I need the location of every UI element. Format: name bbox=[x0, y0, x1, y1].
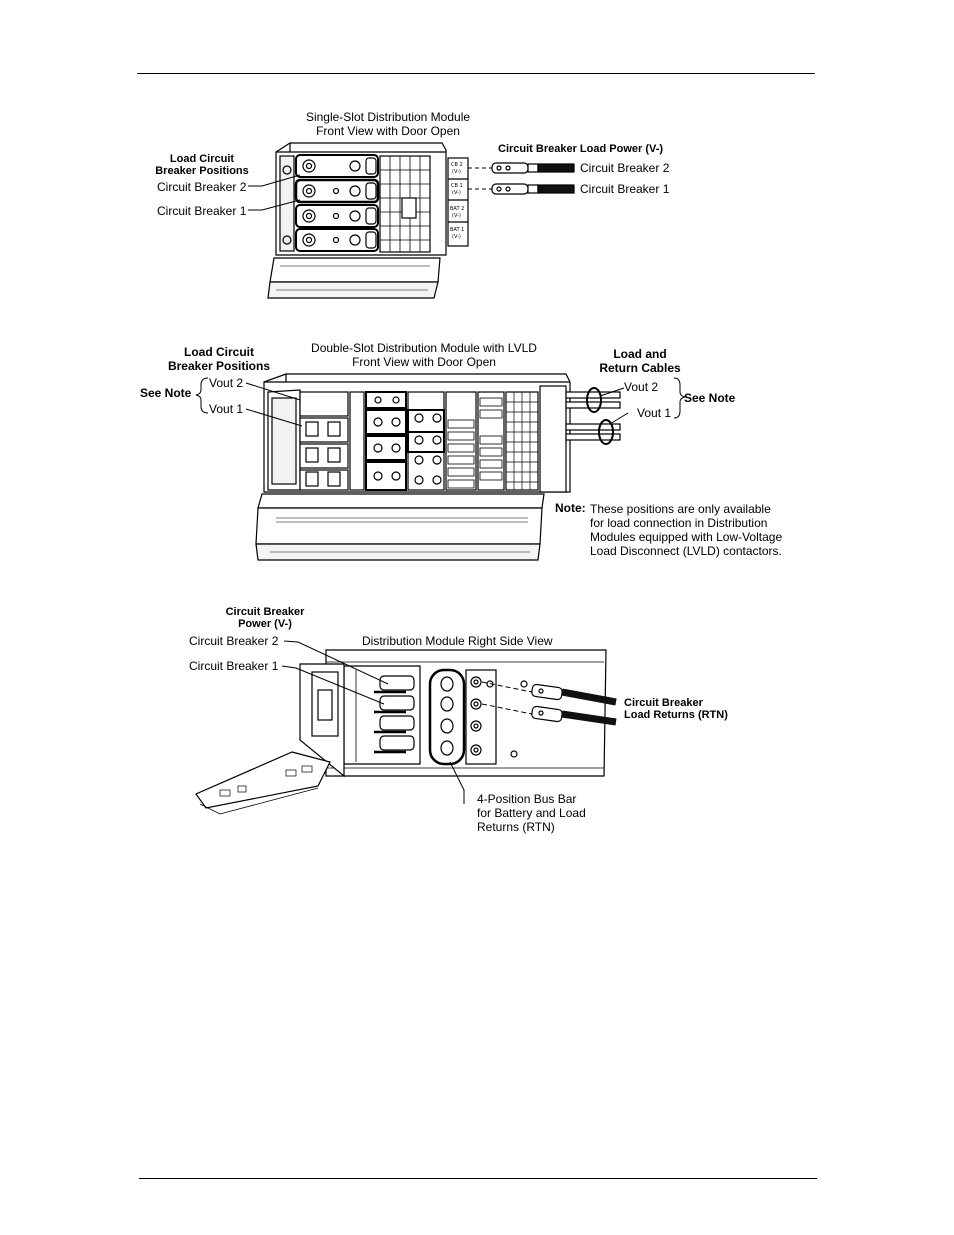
fig1-leaders bbox=[248, 174, 301, 211]
fig1-title: Single-Slot Distribution Module Front Vi… bbox=[305, 110, 471, 138]
bus-bar-outline bbox=[428, 668, 466, 766]
fig2-vout1-left-label: Vout 1 bbox=[209, 402, 244, 416]
single-slot-module-drawing: CB 2 (V-) CB 1 (V-) BAT 2 (V-) BAT 1 (V-… bbox=[267, 142, 469, 299]
fig3-return-cable-1 bbox=[531, 683, 617, 706]
fig3-return-cable-2 bbox=[531, 705, 617, 726]
footer-rule bbox=[139, 1178, 817, 1179]
fig3-leaders bbox=[281, 640, 465, 804]
header-rule bbox=[137, 73, 815, 74]
fig2-vout2-left-label: Vout 2 bbox=[209, 376, 244, 390]
fig3-returns-heading: Circuit Breaker Load Returns (RTN) bbox=[624, 697, 728, 721]
fig2-load-return-cables bbox=[565, 387, 621, 445]
svg-text:CB 2: CB 2 bbox=[451, 162, 463, 168]
fig3-title: Distribution Module Right Side View bbox=[362, 634, 553, 648]
fig2-leaders bbox=[195, 377, 686, 427]
fig2-title: Double-Slot Distribution Module with LVL… bbox=[311, 341, 537, 369]
fig2-note-label: Note: bbox=[555, 501, 586, 515]
fig1-load-power-heading: Circuit Breaker Load Power (V-) bbox=[498, 143, 664, 155]
fig1-cable-cb1-label: Circuit Breaker 1 bbox=[580, 182, 670, 196]
fig3-breakers bbox=[374, 675, 415, 754]
fig2-cables-heading: Load and Return Cables bbox=[599, 347, 681, 375]
right-side-view-drawing bbox=[195, 649, 607, 815]
fig3-circuit-breaker-2-label: Circuit Breaker 2 bbox=[189, 634, 279, 648]
fig1-cable-cb2 bbox=[491, 162, 575, 174]
fig2-positions-heading: Load Circuit Breaker Positions bbox=[167, 345, 271, 373]
svg-text:(V-): (V-) bbox=[452, 190, 461, 196]
breaker-rows-fig1 bbox=[294, 154, 380, 252]
fig3-bus-bar-label: 4-Position Bus Bar for Battery and Load … bbox=[477, 792, 586, 834]
fig1-dashed-connectors bbox=[468, 167, 492, 190]
fig3-power-heading: Circuit Breaker Power (V-) bbox=[225, 606, 305, 630]
fig2-vout1-right-label: Vout 1 bbox=[637, 406, 672, 420]
fig2-note-text: These positions are only available for l… bbox=[590, 502, 783, 558]
fig3-circuit-breaker-1-label: Circuit Breaker 1 bbox=[189, 659, 279, 673]
fig2-vout2-right-label: Vout 2 bbox=[624, 380, 659, 394]
fig3-dashed-connectors bbox=[481, 681, 533, 715]
fig1-circuit-breaker-2-label: Circuit Breaker 2 bbox=[157, 180, 247, 194]
fig1-cable-cb2-label: Circuit Breaker 2 bbox=[580, 161, 670, 175]
svg-text:(V-): (V-) bbox=[452, 213, 461, 219]
svg-text:(V-): (V-) bbox=[452, 234, 461, 240]
fig1-positions-heading: Load Circuit Breaker Positions bbox=[155, 153, 249, 177]
svg-text:(V-): (V-) bbox=[452, 169, 461, 175]
svg-text:BAT 1: BAT 1 bbox=[450, 227, 464, 233]
double-slot-module-drawing bbox=[255, 373, 571, 561]
svg-text:CB 1: CB 1 bbox=[451, 183, 463, 189]
breaker-rows-fig2 bbox=[299, 391, 349, 491]
fig1-cable-cb1 bbox=[491, 183, 575, 195]
fig2-see-note-left: See Note bbox=[140, 386, 192, 400]
fig2-see-note-right: See Note bbox=[684, 391, 736, 405]
fig1-circuit-breaker-1-label: Circuit Breaker 1 bbox=[157, 204, 247, 218]
svg-text:BAT 2: BAT 2 bbox=[450, 206, 464, 212]
